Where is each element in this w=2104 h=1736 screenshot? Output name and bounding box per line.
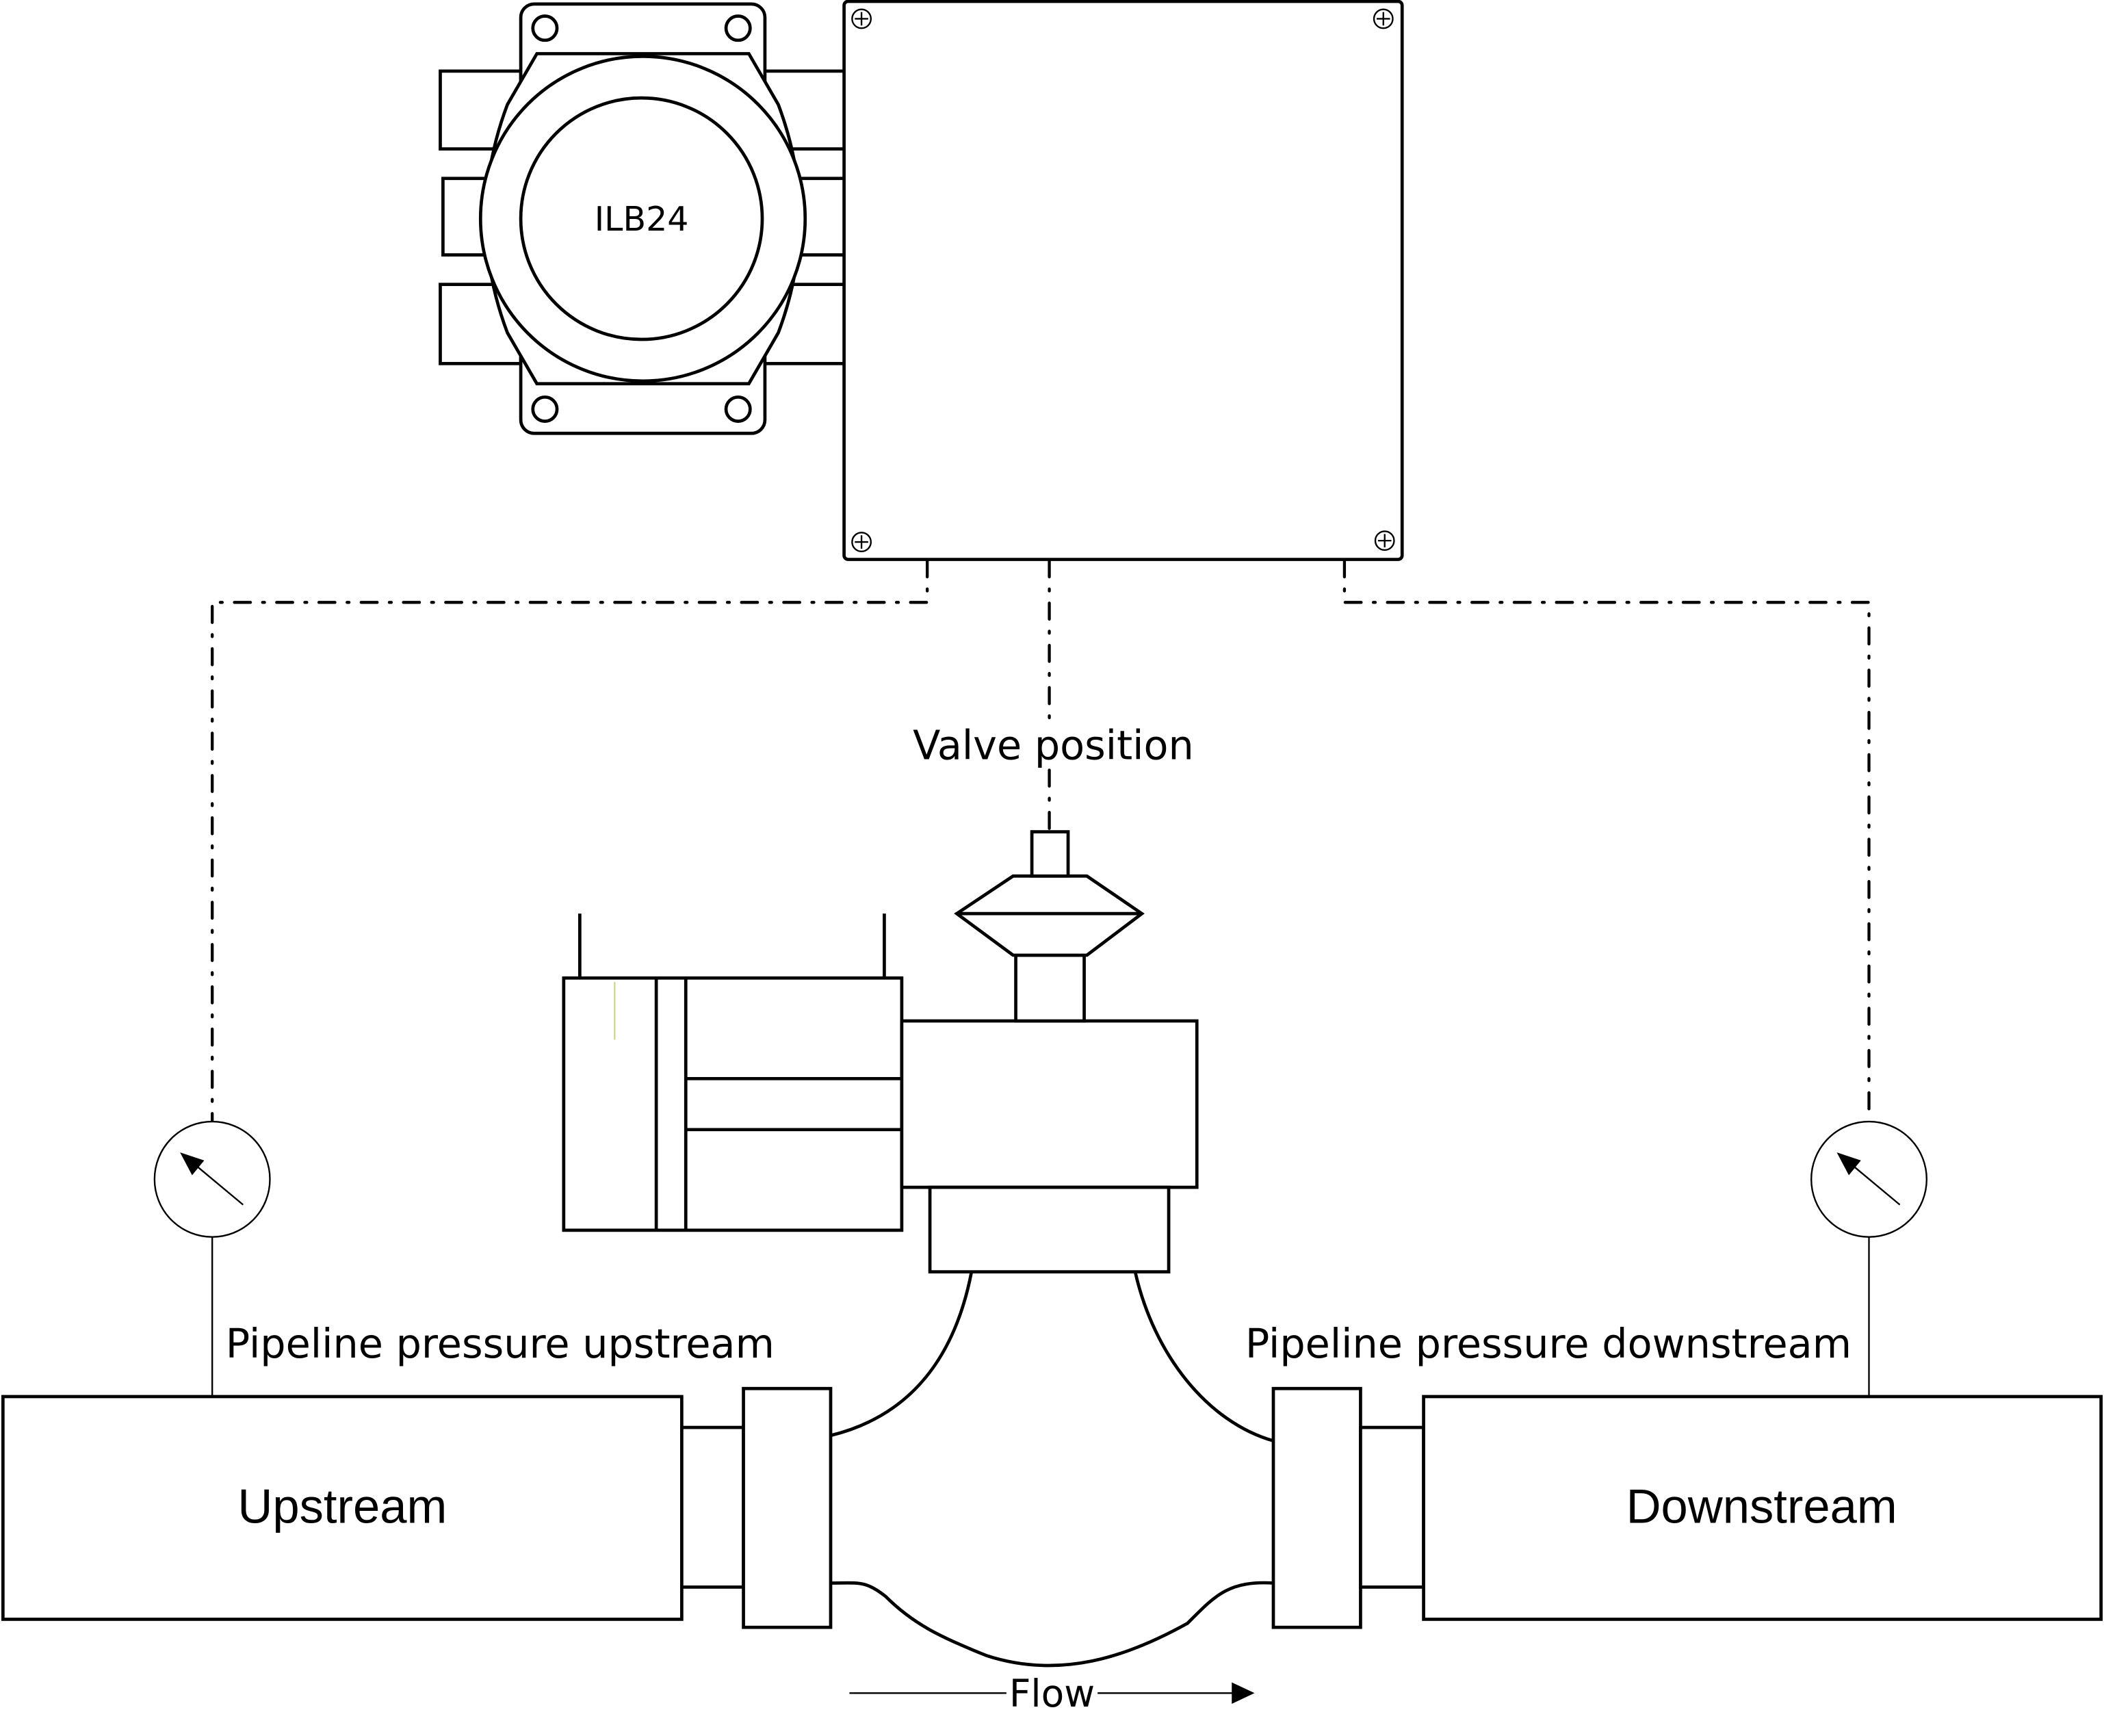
junction-box-body [842,0,1404,561]
pressure-gauge-downstream [1810,1120,1927,1397]
downstream-flange [1271,1386,1362,1629]
pipeline [1,1386,2103,1629]
mounting-hole [724,14,752,42]
gauge-needle-arrow-icon [1836,1152,1861,1176]
downstream-pipe [1422,1395,2103,1621]
valve-body [830,1271,1274,1668]
screw-icon [1373,8,1394,29]
screw-icon [851,532,872,552]
gauge-needle-arrow-icon [180,1152,205,1176]
gauge-needle [194,1163,244,1206]
flow-label: Flow [1009,1672,1095,1715]
mounting-hole [531,14,559,42]
upstream-pipe [1,1395,684,1621]
controller-label: ILB24 [595,200,689,239]
flow-arrow-head-icon [1232,1682,1255,1704]
signal-lines [211,559,1871,1122]
downstream-label: Downstream [1626,1479,1897,1533]
actuator-bracket [928,1185,1171,1273]
pressure-gauge-upstream [153,1120,271,1397]
downstream-pressure-label: Pipeline pressure downstream [1245,1320,1852,1367]
screw-icon [851,8,872,29]
position-sensor-stem [1014,953,1086,1023]
flow-indicator: Flow [849,1672,1255,1715]
junction-box [842,0,1404,561]
mounting-hole [531,395,559,423]
signal-line-upstream [211,559,929,1122]
upstream-label: Upstream [237,1479,447,1533]
position-sensor-cap [1030,830,1070,878]
upstream-flange [742,1386,833,1629]
upstream-spool [680,1425,745,1589]
gauge-needle [1851,1163,1901,1206]
valve-body-upper-right [1133,1271,1274,1442]
mounting-hole [724,395,752,423]
upstream-pressure-label: Pipeline pressure upstream [226,1320,775,1367]
actuator-motor [562,976,904,1232]
valve-position-label: Valve position [913,722,1194,769]
position-sensor-head [954,874,1145,957]
valve-body-upper-left [830,1271,974,1438]
screw-icon [1374,530,1395,552]
downstream-spool [1359,1425,1425,1589]
actuator-gearbox [900,1019,1199,1189]
valve-actuator [562,830,1199,1273]
ilb24-controller: ILB24 [439,2,847,435]
signal-line-downstream [1342,559,1871,1122]
valve-body-lower [831,1581,1274,1668]
controller-display [519,96,764,341]
